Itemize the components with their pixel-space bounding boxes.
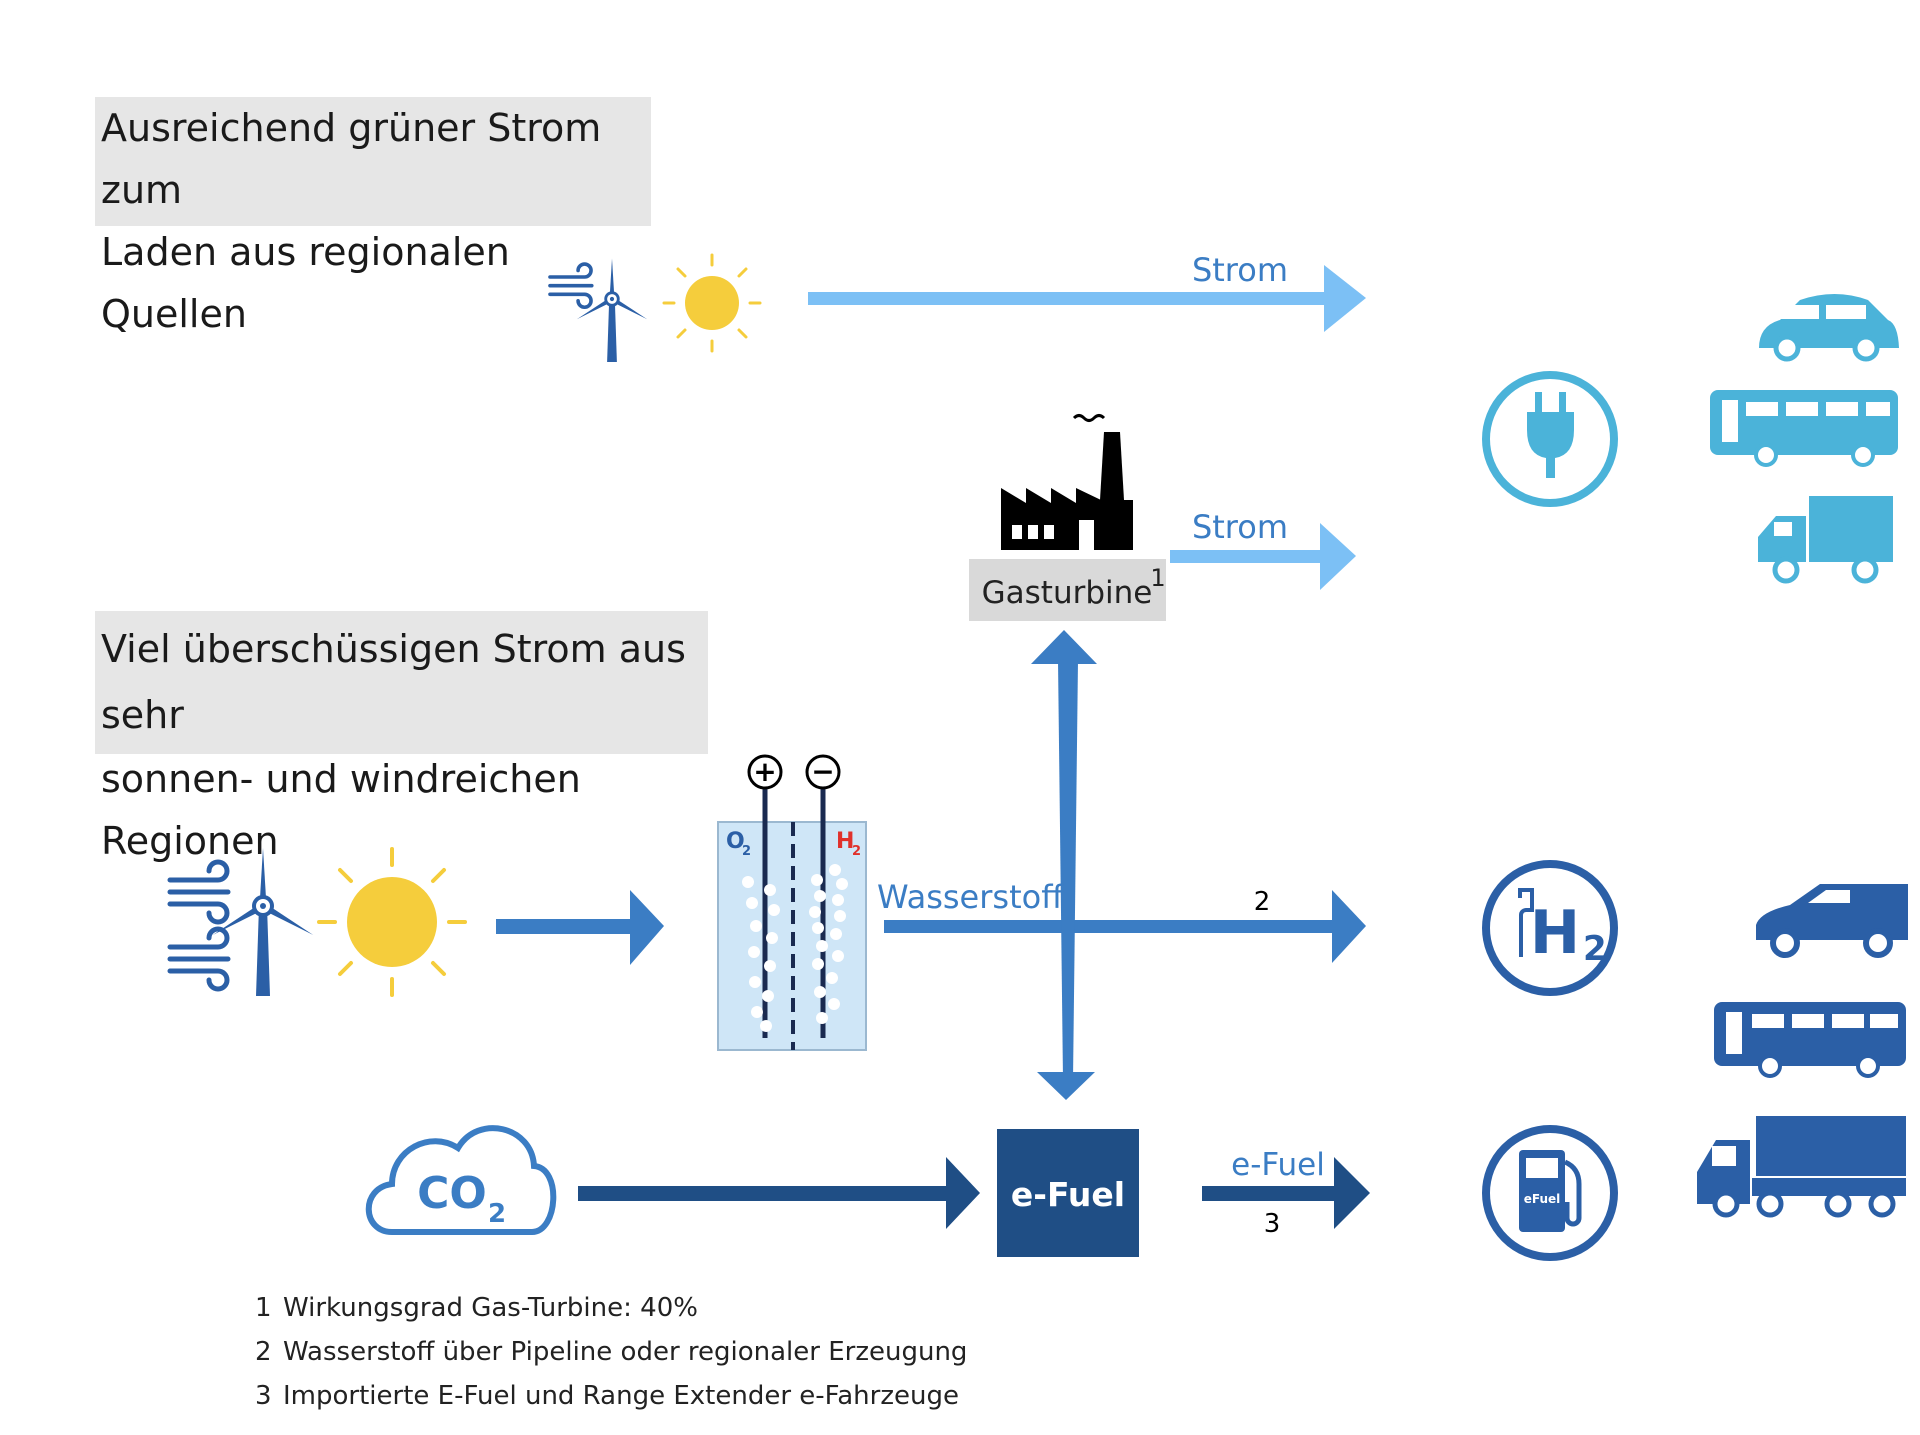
wind-icon xyxy=(170,929,228,989)
strom-label-top: Strom xyxy=(1192,251,1288,289)
car-icon xyxy=(1759,294,1899,362)
wind-icon xyxy=(548,262,594,310)
power-arrow-electrolyzer xyxy=(496,890,664,965)
co2-label: CO xyxy=(417,1168,487,1219)
footnote-item: 3 Importierte E-Fuel und Range Extender e… xyxy=(255,1381,967,1425)
heading-regional-power: Ausreichend grüner Strom zum Laden aus r… xyxy=(95,97,651,336)
gasturbine-label-box xyxy=(969,559,1166,621)
heading-line-2: sonnen- und windreichen Regionen xyxy=(101,757,581,863)
o2-label: O xyxy=(726,829,745,854)
heading-line-1: Viel überschüssigen Strom aus sehr xyxy=(101,627,686,737)
sun-icon xyxy=(662,253,762,353)
hydrogen-arrows xyxy=(884,630,1366,1100)
hydrogen-station-label: H xyxy=(1530,898,1580,968)
co2-arrow xyxy=(578,1157,980,1229)
truck-icon xyxy=(1758,496,1893,584)
footnote-text: Wirkungsgrad Gas-Turbine: 40% xyxy=(283,1293,698,1323)
footnote-text: Wasserstoff über Pipeline oder regionale… xyxy=(283,1337,968,1367)
footnote-item: 1 Wirkungsgrad Gas-Turbine: 40% xyxy=(255,1293,967,1337)
heading-line-2: Laden aus regionalen Quellen xyxy=(101,230,510,336)
van-icon xyxy=(1756,884,1908,958)
electrolyzer-icon xyxy=(717,754,867,1051)
efuel-box-label: e-Fuel xyxy=(1011,1175,1125,1214)
footnote-number: 1 xyxy=(255,1293,272,1323)
footnotes: 1 Wirkungsgrad Gas-Turbine: 40% 2 Wasserst… xyxy=(255,1293,967,1425)
wasserstoff-label: Wasserstoff xyxy=(877,878,1064,916)
hydrogen-station-subscript: 2 xyxy=(1583,929,1607,969)
bus-icon xyxy=(1714,1002,1906,1078)
factory-icon xyxy=(1001,414,1133,550)
hydrogen-station-icon xyxy=(1482,860,1618,996)
h2-label: H xyxy=(836,829,854,854)
lorry-trailer-icon xyxy=(1697,1116,1906,1218)
efuel-flow-ref: 3 xyxy=(1264,1209,1281,1239)
efuel-station-icon xyxy=(1482,1125,1618,1261)
gasturbine-label: Gasturbine xyxy=(982,575,1153,611)
strom-arrow-top xyxy=(808,265,1366,332)
bus-icon xyxy=(1710,390,1898,467)
strom-arrow-gas xyxy=(1170,523,1356,590)
wind-icon xyxy=(170,862,228,922)
footnote-number: 2 xyxy=(255,1337,272,1367)
wind-turbine-icon xyxy=(574,256,650,364)
strom-label-gas: Strom xyxy=(1192,508,1288,546)
gasturbine-ref: 1 xyxy=(1150,564,1165,592)
o2-subscript: 2 xyxy=(742,844,751,859)
co2-subscript: 2 xyxy=(488,1199,506,1229)
plus-electrode-label: + xyxy=(753,755,776,788)
efuel-arrow-label: e-Fuel xyxy=(1231,1147,1325,1183)
heading-line-1: Ausreichend grüner Strom zum xyxy=(101,106,602,212)
plug-charging-icon xyxy=(1482,371,1618,507)
footnote-text: Importierte E-Fuel und Range Extender e-… xyxy=(283,1381,959,1411)
footnote-number: 3 xyxy=(255,1381,272,1411)
efuel-arrow xyxy=(1202,1157,1370,1229)
h2-flow-ref: 2 xyxy=(1254,887,1271,917)
heading-surplus-power: Viel überschüssigen Strom aus sehr sonne… xyxy=(95,611,708,863)
efuel-station-label: eFuel xyxy=(1524,1192,1561,1206)
h2-subscript: 2 xyxy=(852,844,861,859)
footnote-item: 2 Wasserstoff über Pipeline oder regional… xyxy=(255,1337,967,1381)
co2-cloud-icon xyxy=(365,1125,557,1235)
minus-electrode-label: − xyxy=(811,755,834,788)
sun-icon xyxy=(317,847,467,997)
efuel-box xyxy=(997,1129,1139,1257)
